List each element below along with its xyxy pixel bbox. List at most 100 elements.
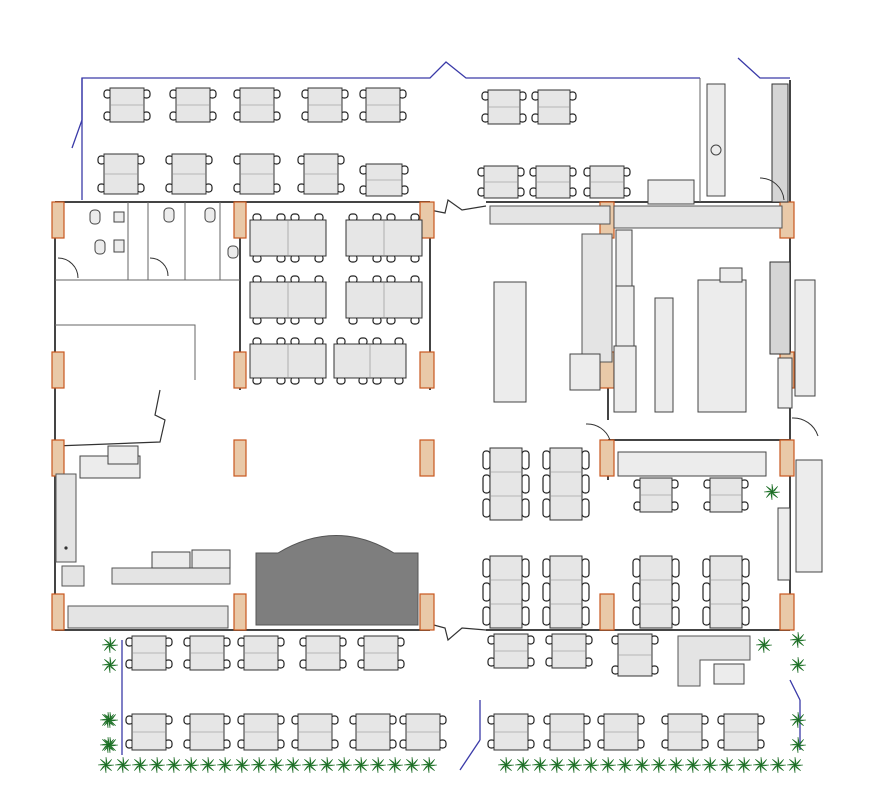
banquet-table [249, 337, 327, 385]
table-4-seat [349, 713, 397, 751]
chair [482, 582, 491, 602]
banquet-table [249, 275, 327, 325]
island [697, 279, 747, 413]
chair [632, 606, 641, 626]
plant-icon [250, 756, 268, 774]
hood [771, 83, 789, 203]
plant-icon [352, 756, 370, 774]
pillar [51, 439, 65, 477]
tables [97, 87, 765, 751]
plant-icon [101, 656, 119, 674]
counter [777, 357, 793, 409]
plant-icon [548, 756, 566, 774]
plant-icon [335, 756, 353, 774]
restrooms [57, 207, 239, 279]
plant-icon [199, 756, 217, 774]
counter [777, 507, 791, 581]
table-4-seat [717, 713, 765, 751]
table-top [709, 555, 743, 629]
pillar [233, 593, 247, 631]
plant-icon [148, 756, 166, 774]
stove-icon [706, 83, 726, 197]
counter [613, 205, 783, 229]
chair [542, 498, 551, 518]
chair [581, 582, 590, 602]
stage [255, 535, 419, 626]
plant-icon [97, 756, 115, 774]
chair [741, 558, 750, 578]
chair [542, 582, 551, 602]
pillar [419, 439, 435, 477]
chair [581, 474, 590, 494]
plant-icon [755, 636, 773, 654]
plant-icon [101, 636, 119, 654]
plant-icon [182, 756, 200, 774]
long-table [542, 447, 590, 521]
plant-icon [616, 756, 634, 774]
plant-icon [789, 711, 807, 729]
table-4-seat [183, 713, 231, 751]
plant-icon [403, 756, 421, 774]
chair [482, 558, 491, 578]
banquet-table [249, 213, 327, 263]
chair [702, 606, 711, 626]
table-top [489, 447, 523, 521]
toilet-icon [94, 239, 106, 255]
plant-icon [667, 756, 685, 774]
chair [741, 582, 750, 602]
table-4-seat [545, 633, 593, 669]
door-swing-icon [759, 177, 785, 201]
plant-icon [531, 756, 549, 774]
plant-icon [769, 756, 787, 774]
chair [581, 498, 590, 518]
chair [482, 606, 491, 626]
table-top [549, 555, 583, 629]
chair [702, 558, 711, 578]
plant-icon [514, 756, 532, 774]
counter [795, 459, 823, 573]
pillar [233, 439, 247, 477]
plant-icon [284, 756, 302, 774]
chair [482, 450, 491, 470]
chair [542, 474, 551, 494]
pillar [51, 351, 65, 389]
chair [521, 498, 530, 518]
table-4-seat [357, 635, 405, 671]
plant-icon [684, 756, 702, 774]
pillar [233, 201, 247, 239]
plant-icon [318, 756, 336, 774]
chair [521, 558, 530, 578]
chair [632, 558, 641, 578]
chair [482, 498, 491, 518]
plant-icon [735, 756, 753, 774]
counter [489, 205, 611, 225]
planters [97, 483, 807, 774]
door-swing-icon [585, 423, 611, 441]
table-4-seat [703, 477, 749, 513]
table-4-seat [597, 713, 645, 751]
plant-icon [497, 756, 515, 774]
table-4-seat [125, 635, 173, 671]
chair [581, 558, 590, 578]
table-4-seat [583, 165, 631, 199]
plant-icon [752, 756, 770, 774]
pillar [233, 351, 247, 389]
table-4-seat [399, 713, 447, 751]
long-table [632, 555, 680, 629]
table-4-seat [97, 153, 145, 195]
plant-icon [369, 756, 387, 774]
plant-icon [582, 756, 600, 774]
plant-icon [565, 756, 583, 774]
plant-icon [789, 656, 807, 674]
kitchen [489, 83, 823, 581]
table-4-seat [359, 87, 407, 123]
plant-icon [216, 756, 234, 774]
table-4-seat [487, 713, 535, 751]
terrace-fence [71, 57, 801, 771]
table-4-seat [633, 477, 679, 513]
chair [581, 450, 590, 470]
plant-icon [420, 756, 438, 774]
service-counter [55, 445, 231, 629]
counter [581, 233, 613, 363]
